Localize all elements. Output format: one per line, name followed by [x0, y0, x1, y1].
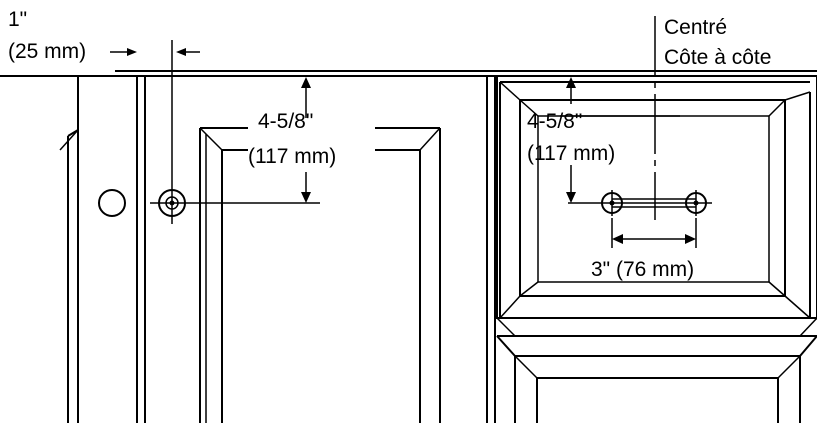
- drawer-height-inch-label: 4-5/8": [527, 110, 582, 133]
- face-frame-stile: [136, 76, 146, 423]
- centered-label-line2: Côte à côte: [664, 46, 771, 69]
- edge-offset-mm-label: (25 mm): [8, 40, 86, 63]
- drawer-pull-holes: [568, 190, 712, 216]
- right-cabinet-frame: [486, 76, 496, 423]
- existing-knob-circle: [98, 189, 126, 217]
- drawer-height-dimension: [560, 77, 680, 203]
- hole-spacing-dimension: [611, 218, 697, 248]
- edge-offset-inch-label: 1": [8, 8, 27, 31]
- door-height-inch-label: 4-5/8": [258, 110, 313, 133]
- drawer-height-mm-label: (117 mm): [527, 142, 615, 165]
- hole-spacing-label: 3" (76 mm): [591, 258, 694, 281]
- lower-door-panel: [496, 335, 817, 423]
- edge-offset-dimension: [110, 40, 200, 182]
- hinge-hole-target: [150, 182, 320, 224]
- left-door-panel: [59, 76, 79, 423]
- door-height-dimension: [301, 77, 311, 203]
- center-door-panel: [199, 127, 441, 423]
- door-height-mm-label: (117 mm): [248, 145, 336, 168]
- drawer-lower-rail: [496, 317, 817, 337]
- centered-label-line1: Centré: [664, 16, 727, 39]
- drawer-front-panel: [496, 75, 817, 319]
